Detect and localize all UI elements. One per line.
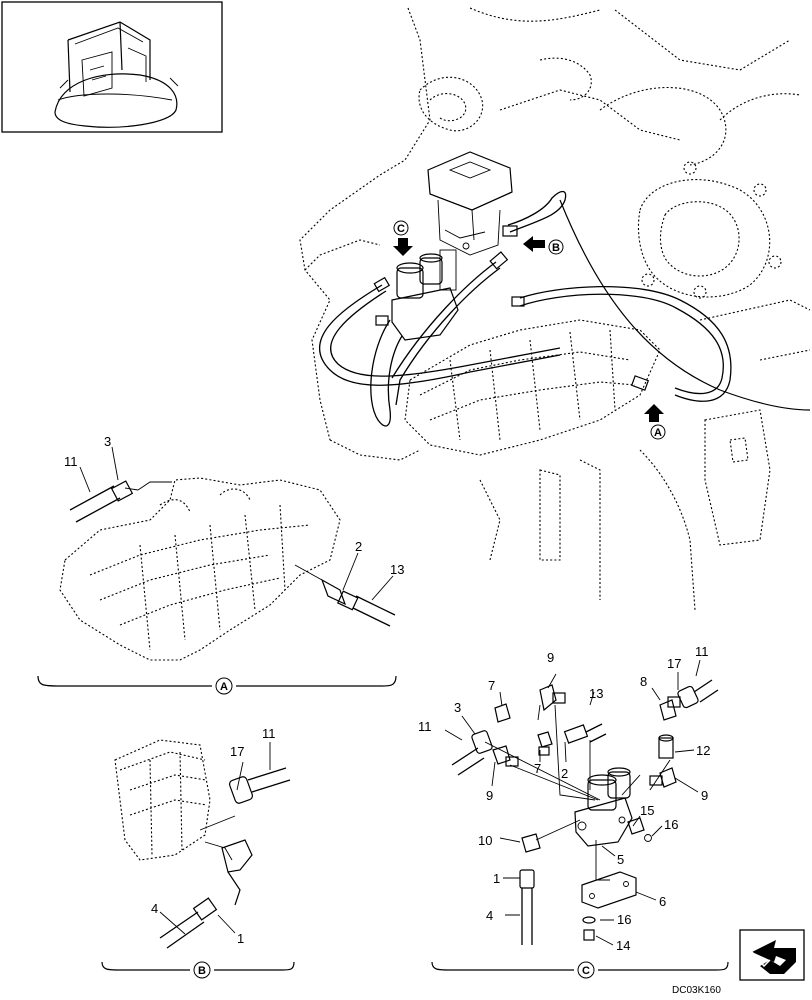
view-a-arrow: A <box>644 404 666 440</box>
view-a-bracket <box>37 675 397 687</box>
corner-arrow-icon <box>739 929 805 981</box>
callout: 12 <box>696 743 710 758</box>
view-a-detail: 11 3 2 13 A <box>37 434 404 695</box>
drawing-code: DC03K160 <box>672 985 721 996</box>
callout: 13 <box>390 562 404 577</box>
callout: 16 <box>664 817 678 832</box>
view-c-arrow: C <box>393 220 413 256</box>
svg-text:B: B <box>198 965 206 977</box>
callout: 5 <box>617 852 624 867</box>
callout: 6 <box>659 894 666 909</box>
callout: 17 <box>667 656 681 671</box>
callout: 13 <box>589 686 603 701</box>
callout: 10 <box>478 833 492 848</box>
machine-location-inset <box>1 1 223 133</box>
callout: 11 <box>695 644 709 659</box>
view-c-detail: 9 7 13 8 17 11 11 3 12 7 2 9 9 15 16 10 … <box>418 644 729 979</box>
callout: 9 <box>547 650 554 665</box>
callout: 9 <box>486 788 493 803</box>
view-c-bracket <box>431 961 729 971</box>
view-b-detail: 17 11 4 1 B <box>101 726 295 979</box>
svg-text:C: C <box>397 223 405 235</box>
pilot-valve <box>427 151 513 256</box>
callout: 7 <box>488 678 495 693</box>
callout: 9 <box>701 788 708 803</box>
svg-text:A: A <box>654 427 662 439</box>
callout: 14 <box>616 938 630 953</box>
callout: 2 <box>355 539 362 554</box>
callout: 4 <box>486 908 493 923</box>
svg-text:B: B <box>552 242 560 254</box>
callout: 3 <box>454 700 461 715</box>
callout: 1 <box>237 931 244 946</box>
callout: 11 <box>64 454 78 469</box>
main-assembly: C B A <box>299 7 811 611</box>
callout: 15 <box>640 803 654 818</box>
callout: 17 <box>230 744 244 759</box>
callout: 4 <box>151 901 158 916</box>
solenoid-valve <box>574 767 633 847</box>
callout: 3 <box>104 434 111 449</box>
view-b-bracket <box>101 961 295 971</box>
solenoid-valve <box>391 249 459 341</box>
callout: 2 <box>561 766 568 781</box>
machine-location-icon <box>54 21 179 128</box>
callout: 11 <box>418 719 432 734</box>
callout: 7 <box>534 761 541 776</box>
svg-text:A: A <box>220 681 228 693</box>
svg-text:C: C <box>582 965 590 977</box>
callout: 16 <box>617 912 631 927</box>
callout: 8 <box>640 674 647 689</box>
callout: 1 <box>493 871 500 886</box>
callout: 11 <box>262 726 276 741</box>
view-b-arrow: B <box>523 236 564 255</box>
